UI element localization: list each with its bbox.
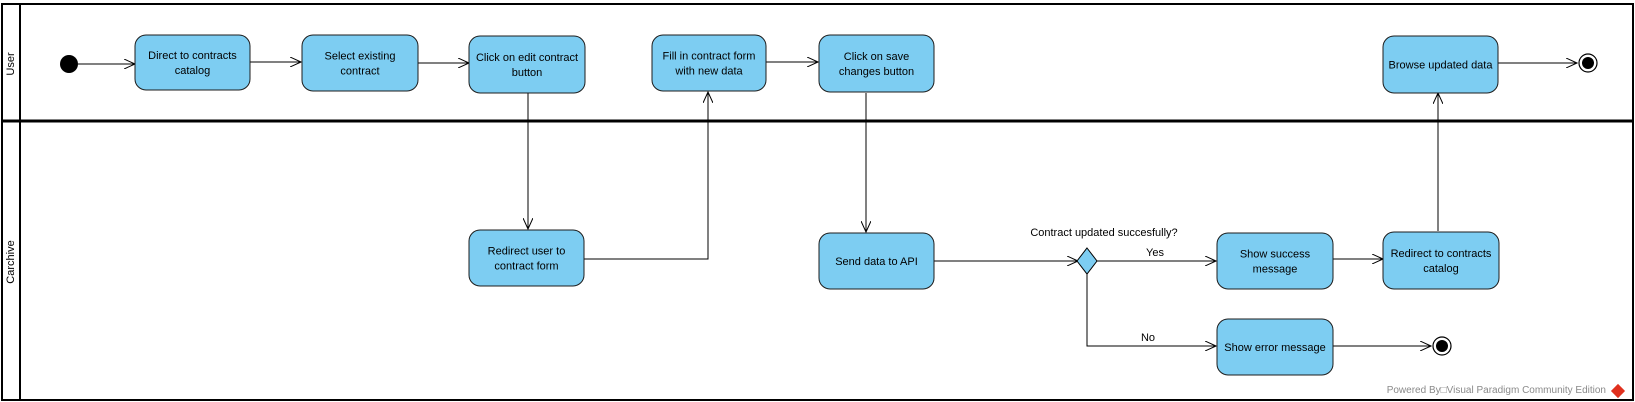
action-label-line: contract form xyxy=(494,261,558,273)
action-show-success: Show success message xyxy=(1216,232,1334,290)
action-show-error: Show error message xyxy=(1216,318,1334,376)
action-redirect-catalog: Redirect to contracts catalog xyxy=(1382,231,1500,290)
action-label-line: Redirect user to xyxy=(488,246,566,258)
action-redirect-form: Redirect user to contract form xyxy=(468,229,585,287)
action-label-line: Redirect to contracts xyxy=(1391,248,1492,260)
final-node-bottom xyxy=(1432,336,1452,356)
action-label-line: message xyxy=(1253,264,1298,276)
lane-label-carchive: Carchive xyxy=(5,240,17,283)
action-label-line: Browse updated data xyxy=(1389,60,1494,72)
action-fill-form: Fill in contract form with new data xyxy=(651,34,767,92)
action-label-line: catalog xyxy=(1423,263,1458,275)
edge-decision-to-error xyxy=(1086,272,1216,346)
action-label-line: changes button xyxy=(839,66,914,78)
flow-edges xyxy=(78,62,1577,346)
action-label-line: Fill in contract form xyxy=(663,51,756,63)
initial-node xyxy=(60,55,78,73)
visual-paradigm-logo-icon xyxy=(1610,383,1626,398)
action-label-line: Click on edit contract xyxy=(476,52,578,64)
edge-redirect-to-fill xyxy=(584,92,708,260)
decision-no-label: No xyxy=(1141,332,1155,344)
action-browse-updated: Browse updated data xyxy=(1382,35,1499,94)
footer-text: Powered By□Visual Paradigm Community Edi… xyxy=(1386,385,1606,396)
action-label-line: Select existing xyxy=(325,51,396,63)
decision-yes-label: Yes xyxy=(1146,247,1164,259)
final-node-top xyxy=(1578,53,1598,73)
action-label-line: Send data to API xyxy=(835,256,918,268)
action-select-contract: Select existing contract xyxy=(301,34,419,92)
footer-watermark: Powered By□Visual Paradigm Community Edi… xyxy=(1386,383,1626,398)
action-send-api: Send data to API xyxy=(818,232,935,290)
action-label-line: catalog xyxy=(175,65,210,77)
action-label-line: Direct to contracts xyxy=(148,50,237,62)
action-click-save: Click on save changes button xyxy=(818,34,935,93)
action-label-line: contract xyxy=(340,66,379,78)
action-click-edit: Click on edit contract button xyxy=(468,35,586,94)
action-label-line: Click on save xyxy=(844,51,909,63)
action-label-line: button xyxy=(512,67,543,79)
action-label-line: Show error message xyxy=(1224,342,1326,354)
decision-question: Contract updated succesfully? xyxy=(1030,227,1177,239)
action-direct-catalog: Direct to contracts catalog xyxy=(134,34,251,91)
lane-label-user: User xyxy=(5,52,17,76)
action-label-line: Show success xyxy=(1240,249,1311,261)
action-label-line: with new data xyxy=(674,66,743,78)
decision-node xyxy=(1076,247,1098,275)
swimlane-frame xyxy=(1,3,1634,401)
